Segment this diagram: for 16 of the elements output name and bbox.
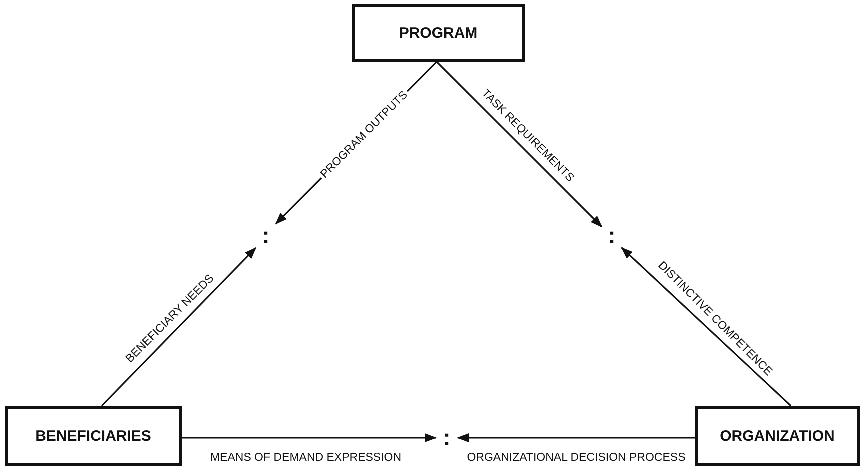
arrow bbox=[436, 61, 603, 228]
box-title: BENEFICIARIES bbox=[36, 428, 152, 444]
entity-box bbox=[695, 406, 860, 466]
arrow bbox=[182, 434, 437, 442]
entity-box bbox=[352, 4, 525, 62]
arrow bbox=[621, 247, 792, 407]
arrow bbox=[101, 247, 257, 407]
box-title: ORGANIZATION bbox=[720, 428, 835, 444]
edge-label: MEANS OF DEMAND EXPRESSION bbox=[208, 452, 404, 464]
box-title: PROGRAM bbox=[399, 24, 478, 42]
arrow bbox=[457, 434, 695, 442]
colon-mark: : bbox=[443, 427, 451, 449]
colon-mark: : bbox=[608, 225, 616, 247]
entity-box bbox=[5, 406, 182, 466]
edge-label: ORGANIZATIONAL DECISION PROCESS bbox=[465, 452, 688, 464]
colon-mark: : bbox=[262, 225, 270, 247]
